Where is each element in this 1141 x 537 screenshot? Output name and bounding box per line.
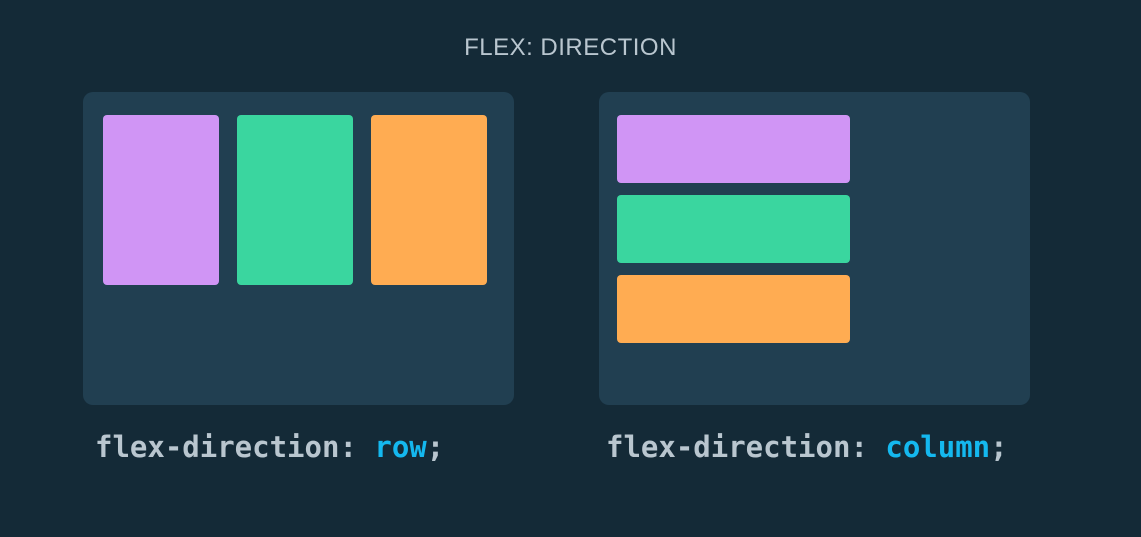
css-colon: : — [850, 430, 868, 464]
css-colon: : — [339, 430, 357, 464]
row-item-orange — [371, 115, 487, 285]
css-property: flex-direction — [606, 430, 851, 464]
css-semicolon: ; — [426, 430, 445, 464]
diagram-title: FLEX: DIRECTION — [464, 34, 677, 61]
row-code-label: flex-direction: row; — [95, 430, 444, 464]
column-code-label: flex-direction: column; — [606, 430, 1008, 464]
row-item-green — [237, 115, 353, 285]
css-property: flex-direction — [95, 430, 340, 464]
column-example-panel — [599, 92, 1030, 405]
css-value: row — [374, 430, 427, 464]
row-example-panel — [83, 92, 514, 405]
css-semicolon: ; — [990, 430, 1008, 464]
column-item-orange — [617, 275, 850, 343]
row-item-purple — [103, 115, 219, 285]
css-value: column — [885, 430, 991, 464]
column-item-green — [617, 195, 850, 263]
column-item-purple — [617, 115, 850, 183]
